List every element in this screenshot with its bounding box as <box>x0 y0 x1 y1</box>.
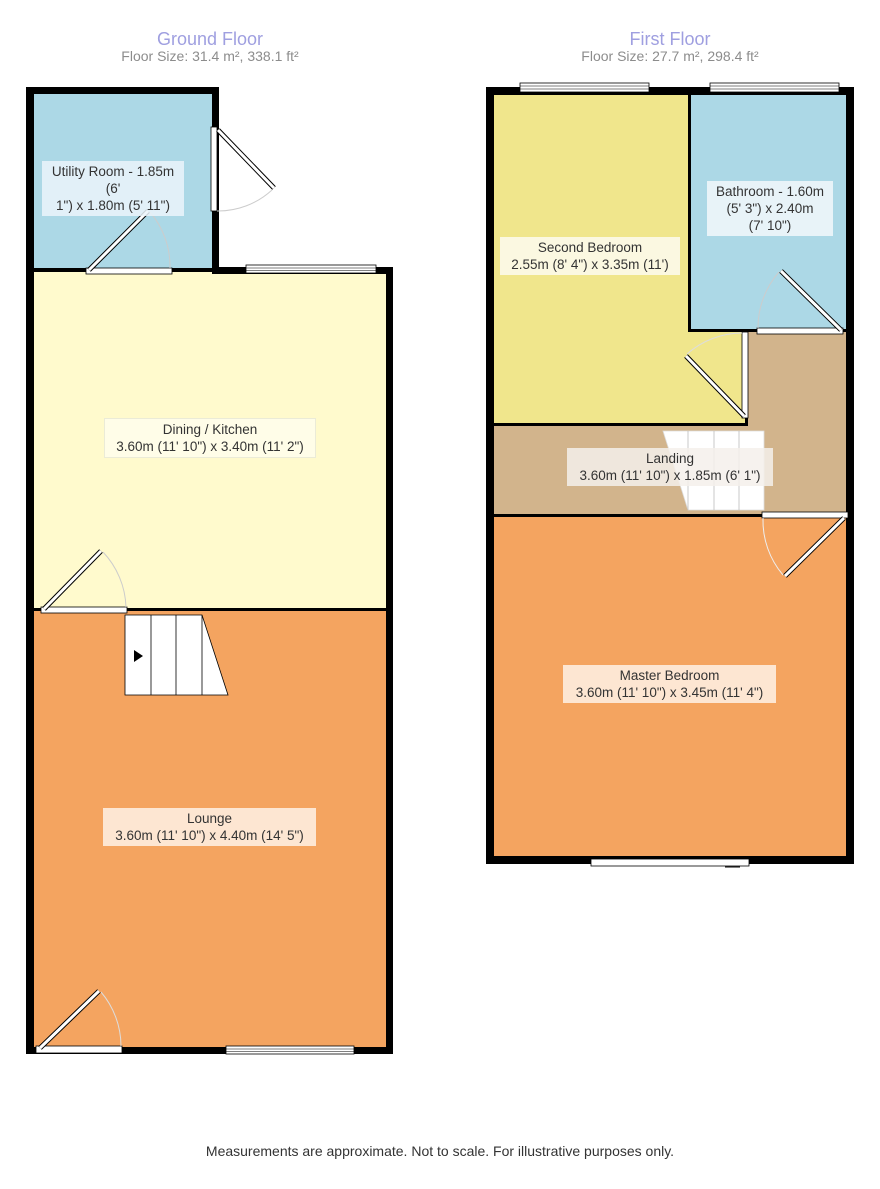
utility-door-opening <box>210 126 218 212</box>
second-bedroom-name: Second Bedroom <box>537 240 643 255</box>
stairs-direction-icon <box>134 650 143 662</box>
first-floor-size: Floor Size: 27.7 m², 298.4 ft² <box>581 48 759 64</box>
second-bedroom-door-opening <box>741 331 749 419</box>
kitchen-lounge-door-opening <box>40 606 128 614</box>
landing-name: Landing <box>645 451 695 466</box>
lounge-window <box>225 1045 355 1055</box>
master-bedroom-label: Master Bedroom 3.60m (11' 10") x 3.45m (… <box>563 665 776 703</box>
bathroom-dims-2: (7' 10") <box>748 218 792 233</box>
ground-floor-header: Ground Floor Floor Size: 31.4 m², 338.1 … <box>50 30 370 63</box>
master-bedroom-dims: 3.60m (11' 10") x 3.45m (11' 4") <box>575 685 764 700</box>
bathroom-name: Bathroom - 1.60m <box>715 184 825 199</box>
ground-floor-plan <box>26 87 393 1055</box>
bathroom-left-wall <box>688 95 691 332</box>
utility-room-dims: 1") x 1.80m (5' 11") <box>56 198 170 213</box>
second-bedroom-label: Second Bedroom 2.55m (8' 4") x 3.35m (11… <box>500 237 680 275</box>
landing-label: Landing 3.60m (11' 10") x 1.85m (6' 1") <box>567 448 773 486</box>
master-bedroom-name: Master Bedroom <box>619 668 720 683</box>
master-bedroom-door-opening <box>761 511 849 519</box>
second-bedroom-window <box>519 82 650 93</box>
bathroom-door-opening <box>756 327 844 335</box>
bathroom-dims: (5' 3") x 2.40m <box>726 201 814 216</box>
disclaimer-footer: Measurements are approximate. Not to sca… <box>205 1143 675 1159</box>
dining-kitchen-dims: 3.60m (11' 10") x 3.40m (11' 2") <box>116 439 304 454</box>
utility-room-label: Utility Room - 1.85m (6' 1") x 1.80m (5'… <box>42 161 184 216</box>
ground-stairs <box>124 614 229 696</box>
dining-kitchen-name: Dining / Kitchen <box>162 422 258 437</box>
kitchen-lounge-wall <box>34 608 386 611</box>
dining-kitchen-label: Dining / Kitchen 3.60m (11' 10") x 3.40m… <box>104 418 316 458</box>
second-bedroom-dims: 2.55m (8' 4") x 3.35m (11') <box>511 257 669 272</box>
first-floor-title: First Floor <box>629 29 711 49</box>
lounge-front-door-opening <box>35 1045 123 1054</box>
lounge-name: Lounge <box>186 811 233 826</box>
landing-dims: 3.60m (11' 10") x 1.85m (6' 1") <box>579 468 761 483</box>
bathroom-label: Bathroom - 1.60m (5' 3") x 2.40m (7' 10"… <box>707 181 833 236</box>
utility-internal-door-opening <box>85 267 173 275</box>
first-floor-header: First Floor Floor Size: 27.7 m², 298.4 f… <box>510 30 830 63</box>
ground-floor-size: Floor Size: 31.4 m², 338.1 ft² <box>121 48 299 64</box>
lounge-label: Lounge 3.60m (11' 10") x 4.40m (14' 5") <box>103 808 316 846</box>
ground-floor-title: Ground Floor <box>156 29 264 49</box>
master-bedroom-window <box>590 858 750 868</box>
kitchen-window <box>245 264 377 274</box>
second-bedroom-bottom-wall <box>494 423 746 426</box>
lounge-dims: 3.60m (11' 10") x 4.40m (14' 5") <box>115 828 304 843</box>
utility-room-name: Utility Room - 1.85m (6' <box>51 164 175 196</box>
landing-master-wall <box>494 514 846 517</box>
bathroom-window <box>709 82 840 93</box>
